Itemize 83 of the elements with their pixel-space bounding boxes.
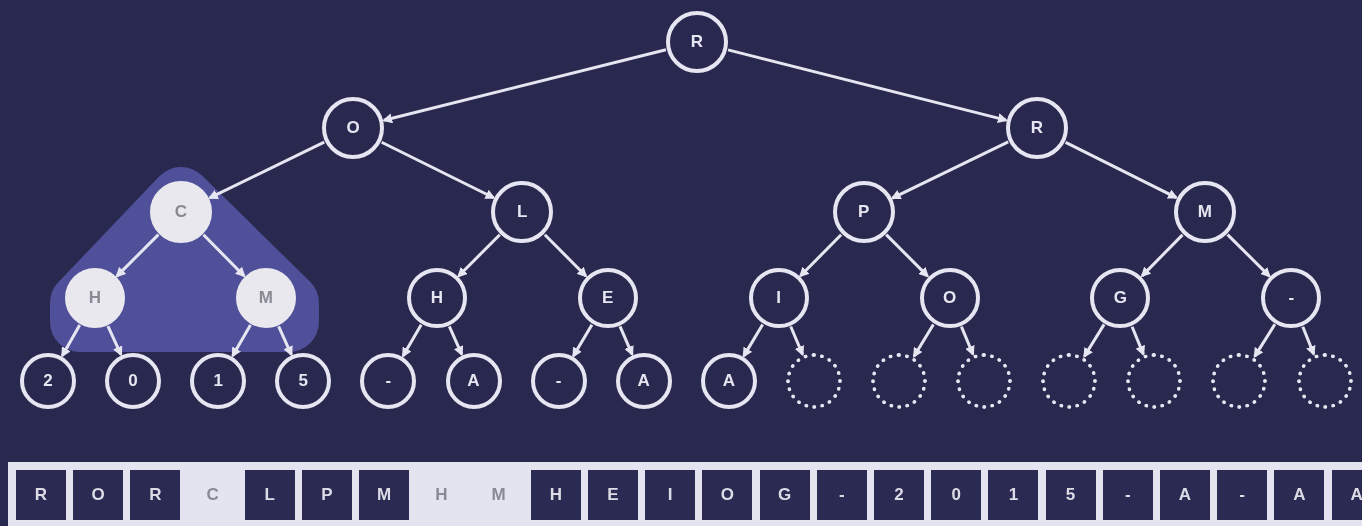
arrow (381, 140, 496, 200)
array-cell: - (1217, 470, 1268, 520)
arrow (912, 323, 935, 358)
array-cell: I (645, 470, 696, 520)
tree-node-circle: M (1173, 181, 1236, 243)
array-cell: P (302, 470, 352, 520)
arrow (543, 233, 588, 278)
array-cell: 1 (988, 470, 1039, 520)
array-cell: G (759, 470, 810, 520)
tree-node-circle: R (666, 11, 728, 73)
array-cell: - (1102, 470, 1153, 520)
tree-node-circle: E (577, 268, 638, 328)
arrow (115, 233, 160, 278)
tree-node-circle: A (700, 353, 757, 409)
arrow (61, 324, 82, 358)
tree-node-circle: A (615, 353, 672, 409)
empty-node-circle (1041, 353, 1098, 409)
tree-node-circle: - (1261, 268, 1322, 328)
tree-node-circle: - (530, 353, 587, 409)
tree-node-circle: 5 (275, 353, 332, 409)
tree-node-circle: 0 (105, 353, 162, 409)
tree-node-circle: G (1090, 268, 1151, 328)
tree-node-circle: I (748, 268, 809, 328)
array-cell: H (416, 470, 467, 520)
empty-node-circle (785, 353, 842, 409)
arrow (799, 233, 843, 278)
tree-node-circle: O (919, 268, 980, 328)
array-cell: - (816, 470, 867, 520)
arrow (207, 140, 325, 200)
arrow (885, 233, 929, 278)
array-cell: H (530, 470, 581, 520)
arrow (457, 233, 501, 278)
arrow (382, 48, 667, 124)
array-cell: A (1160, 470, 1210, 520)
array-cell: 0 (931, 470, 982, 520)
arrow (1253, 323, 1277, 359)
arrow (789, 325, 804, 357)
tree-node-circle: R (1006, 97, 1068, 159)
array-cell: R (16, 470, 66, 520)
array-cell: 5 (1045, 470, 1096, 520)
arrow (1083, 323, 1106, 358)
tree-node-circle: 1 (190, 353, 247, 409)
array-cell: E (588, 470, 638, 520)
arrow (277, 325, 293, 357)
array-cell: 2 (874, 470, 924, 520)
array-cell: O (73, 470, 124, 520)
arrow (106, 325, 123, 357)
arrow (742, 323, 764, 358)
arrow (960, 326, 975, 357)
arrow (447, 325, 464, 357)
array-cell: L (244, 470, 295, 520)
tree-node-circle: O (322, 97, 384, 159)
array-cell: A (1331, 470, 1362, 520)
empty-node-circle (871, 353, 927, 409)
tree-node-circle: - (360, 353, 417, 409)
arrow (401, 324, 423, 358)
arrow (727, 48, 1008, 124)
arrow (1301, 326, 1316, 356)
arrow (890, 140, 1009, 200)
tree-node-circle: L (491, 181, 554, 243)
arrow (1064, 140, 1179, 200)
array-cell: M (473, 470, 524, 520)
arrow (618, 325, 634, 357)
tree-node-circle: H (406, 268, 467, 328)
empty-node-circle (1211, 353, 1268, 409)
array-cell: A (1274, 470, 1325, 520)
array-cell: O (702, 470, 753, 520)
tree-node-circle: A (445, 353, 502, 409)
tree-node-circle: 2 (20, 353, 76, 409)
array-cell: M (359, 470, 410, 520)
array-cell: C (187, 470, 238, 520)
arrow (1140, 233, 1184, 278)
array-cell: R (130, 470, 181, 520)
arrow (231, 324, 252, 358)
arrow (1130, 326, 1145, 356)
array-strip (8, 462, 1362, 526)
arrow (1226, 233, 1271, 278)
empty-node-circle (1126, 353, 1183, 409)
empty-node-circle (1296, 353, 1353, 409)
arrow (572, 323, 594, 358)
empty-node-circle (956, 353, 1013, 409)
arrow (202, 233, 246, 278)
tree-node-circle: P (832, 181, 895, 243)
